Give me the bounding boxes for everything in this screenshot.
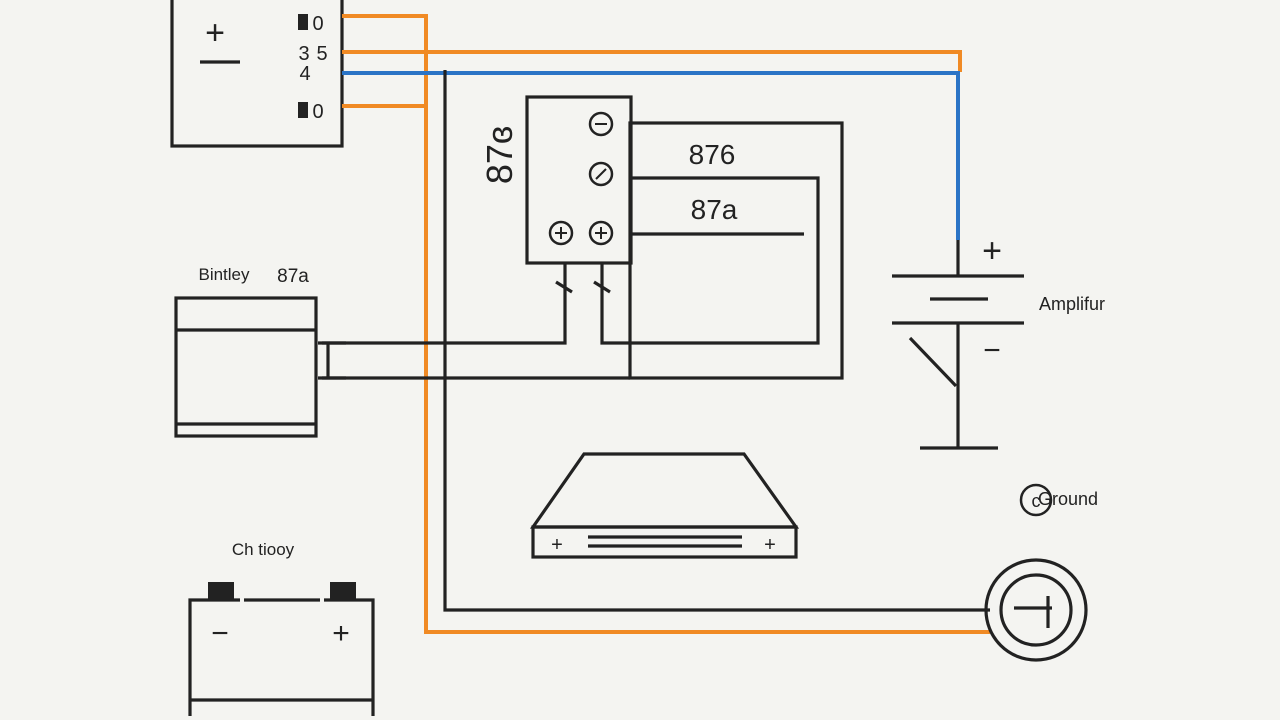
amplifier-symbol: + − Amplifur	[892, 232, 1105, 450]
battery-block: Bintley 87a	[174, 265, 318, 438]
car-battery-terminal-left	[208, 582, 234, 600]
relay-side-label: 87ɞ	[479, 126, 520, 184]
pin-block-bottom	[298, 102, 308, 118]
amp-box-plus-left: +	[551, 534, 563, 556]
amp-box-plus-right: +	[764, 534, 776, 556]
car-battery-minus: −	[211, 617, 229, 650]
battery-title: Bintley	[198, 265, 250, 284]
car-battery-left-side	[188, 598, 240, 716]
pin-label-top-a: 0	[312, 13, 323, 35]
orange-wire-top	[342, 50, 962, 72]
pin-block-top	[298, 14, 308, 30]
amp-plus-label: +	[982, 232, 1002, 270]
black-wire-ground-run	[443, 70, 990, 612]
ground-inner-circle	[999, 573, 1073, 647]
relay-87b-label: 876	[689, 139, 736, 170]
relay-outer-loop	[628, 121, 844, 380]
amp-switch-arm	[908, 336, 958, 388]
relay-tick-right	[593, 280, 611, 294]
relay-terminal-85	[588, 220, 614, 246]
ground-label-group: c Ground	[1019, 483, 1098, 517]
ground-label: Ground	[1038, 489, 1098, 509]
car-battery-title: Ch tiooy	[232, 540, 295, 559]
battery-body	[174, 296, 318, 438]
relay-pin-86-wire	[318, 262, 567, 345]
pin-label-mid-b: 4	[299, 63, 310, 85]
blue-wire	[342, 71, 960, 240]
relay-body	[525, 95, 633, 265]
terminal-plus-label: +	[205, 14, 225, 52]
car-battery-plus: +	[332, 617, 350, 650]
amplifier-box: + +	[529, 452, 800, 559]
pin-label-top-b: 3	[298, 43, 309, 65]
car-battery-terminal-right	[330, 582, 356, 600]
terminal-box: + 0 3 5 4 0	[170, 0, 344, 148]
relay-87a-label: 87a	[691, 194, 738, 225]
amp-box-top	[529, 452, 800, 529]
battery-87a-label: 87a	[277, 266, 309, 287]
relay-terminal-87a	[588, 161, 614, 187]
orange-wire-main	[342, 14, 990, 634]
pin-label-mid-a: 5	[316, 43, 327, 65]
amp-box-front	[531, 525, 798, 559]
relay-terminal-86	[548, 220, 574, 246]
black-wires	[318, 70, 990, 612]
orange-wires	[342, 14, 990, 634]
car-battery: Ch tiooy − +	[188, 540, 375, 716]
amp-minus-label: −	[983, 334, 1001, 367]
relay-87a-loop	[600, 176, 820, 345]
ground-outer-circle	[984, 558, 1088, 662]
ground-label-icon-letter: c	[1032, 491, 1041, 511]
relay-terminal-87	[588, 111, 614, 137]
ground-label-icon	[1019, 483, 1053, 517]
pin-label-bottom: 0	[312, 101, 323, 123]
relay: 87ɞ 876 87a	[479, 95, 738, 265]
car-battery-right-side	[324, 598, 375, 716]
ground-symbol	[984, 558, 1088, 662]
amplifier-label: Amplifur	[1039, 294, 1105, 314]
relay-tick-left	[555, 280, 573, 294]
